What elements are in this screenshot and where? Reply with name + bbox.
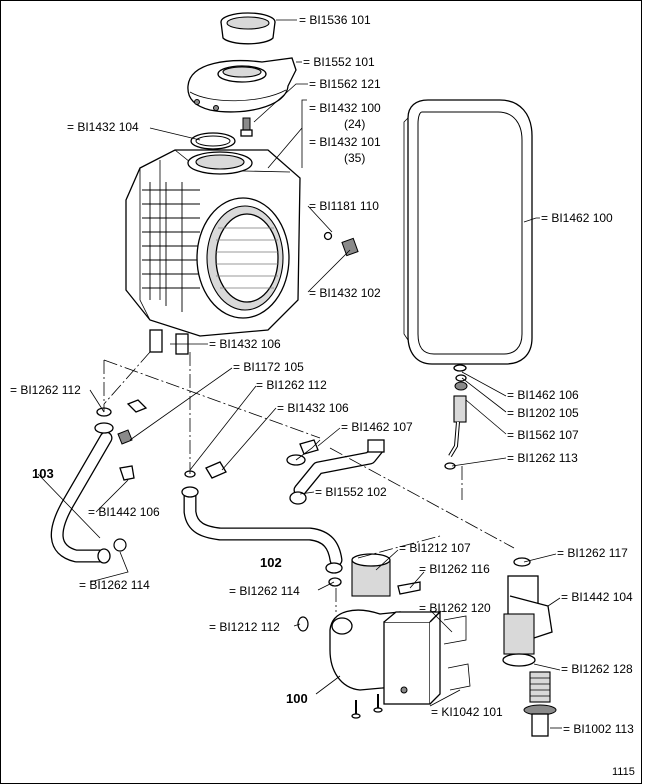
label-bi1262-114-mid: = BI1262 114 [229, 584, 300, 598]
label-bi1442-104: = BI1442 104 [561, 590, 633, 604]
label-bi1262-120: = BI1262 120 [419, 601, 491, 615]
label-bi1212-107: = BI1212 107 [399, 541, 471, 555]
label-bi1432-102: = BI1432 102 [309, 286, 381, 300]
part-labels: = BI1536 101 = BI1552 101 = BI1562 121 =… [10, 13, 635, 778]
vessel-connection-parts [444, 364, 468, 470]
fan-housing-part [187, 57, 297, 113]
assembly-lines [103, 351, 515, 612]
label-bi1432-101-variant: (35) [344, 151, 365, 165]
label-bi1262-128: = BI1262 128 [561, 662, 633, 676]
label-bi1442-106: = BI1442 106 [88, 505, 160, 519]
fitting-part [323, 231, 359, 257]
leader-lines [37, 19, 562, 729]
label-bi1552-101: = BI1552 101 [303, 55, 375, 69]
label-bi1536-101: = BI1536 101 [299, 13, 371, 27]
clip-parts [117, 399, 319, 481]
label-bi1212-112: = BI1212 112 [209, 620, 280, 634]
label-bi1262-117: = BI1262 117 [557, 546, 628, 560]
label-bi1262-112-mid: = BI1262 112 [256, 378, 327, 392]
label-bi1432-100: = BI1432 100 [309, 101, 381, 115]
callout-102: 102 [260, 555, 282, 570]
pump-part [329, 553, 442, 719]
label-bi1432-104: = BI1432 104 [67, 120, 139, 134]
label-bi1202-105: = BI1202 105 [507, 406, 579, 420]
page-number: 1115 [612, 766, 635, 778]
label-bi1262-113: = BI1262 113 [507, 451, 578, 465]
label-bi1562-121: = BI1562 121 [309, 77, 381, 91]
label-bi1432-106-b: = BI1432 106 [277, 401, 349, 415]
expansion-vessel-part [403, 99, 533, 365]
fin-stack [142, 182, 200, 312]
pump-clip-parts [297, 581, 471, 691]
flue-ring-part [220, 12, 276, 45]
label-bi1432-101: = BI1432 101 [309, 135, 381, 149]
label-bi1262-112-left: = BI1262 112 [10, 383, 81, 397]
label-bi1432-100-variant: (24) [344, 117, 365, 131]
valve-part [502, 557, 553, 667]
label-bi1462-100: = BI1462 100 [541, 211, 613, 225]
label-bi1181-110: = BI1181 110 [309, 199, 379, 213]
gasket-ring-part [190, 132, 236, 150]
heat-exchanger-part [125, 149, 301, 355]
label-bi1462-107: = BI1462 107 [341, 420, 413, 434]
label-bi1002-113: = BI1002 113 [563, 722, 634, 736]
label-bi1262-116: = BI1262 116 [419, 562, 490, 576]
label-bi1552-102: = BI1552 102 [315, 485, 387, 499]
drain-hose-part [523, 671, 557, 737]
callout-103: 103 [32, 466, 54, 481]
label-bi1172-105: = BI1172 105 [233, 360, 304, 374]
label-bi1432-106-a: = BI1432 106 [209, 337, 281, 351]
callout-100: 100 [286, 691, 308, 706]
pipe-103 [50, 407, 127, 564]
label-ki1042-101: = KI1042 101 [431, 705, 503, 719]
sensor-part [240, 117, 253, 137]
pipe-102 [181, 470, 343, 587]
label-bi1562-107: = BI1562 107 [507, 428, 579, 442]
label-bi1262-114-left: = BI1262 114 [79, 578, 150, 592]
label-bi1462-106: = BI1462 106 [507, 388, 579, 402]
